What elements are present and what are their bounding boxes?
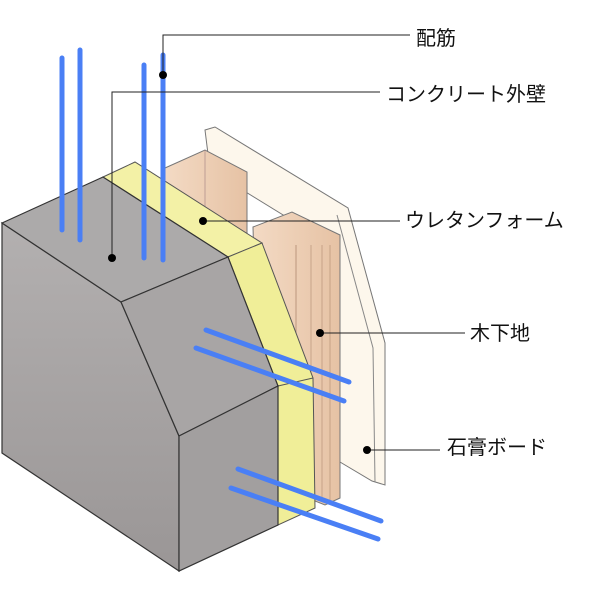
- label-gypsum-board: 石膏ボード: [447, 435, 547, 459]
- leader-lines: [111, 34, 465, 451]
- label-concrete-wall: コンクリート外壁: [386, 82, 546, 106]
- label-wood-base: 木下地: [470, 321, 530, 345]
- label-urethane-foam: ウレタンフォーム: [405, 208, 564, 232]
- leader-dots: [108, 71, 371, 454]
- concrete-wall: [0, 176, 279, 573]
- rebars: [59, 47, 384, 542]
- label-rebar: 配筋: [416, 26, 456, 50]
